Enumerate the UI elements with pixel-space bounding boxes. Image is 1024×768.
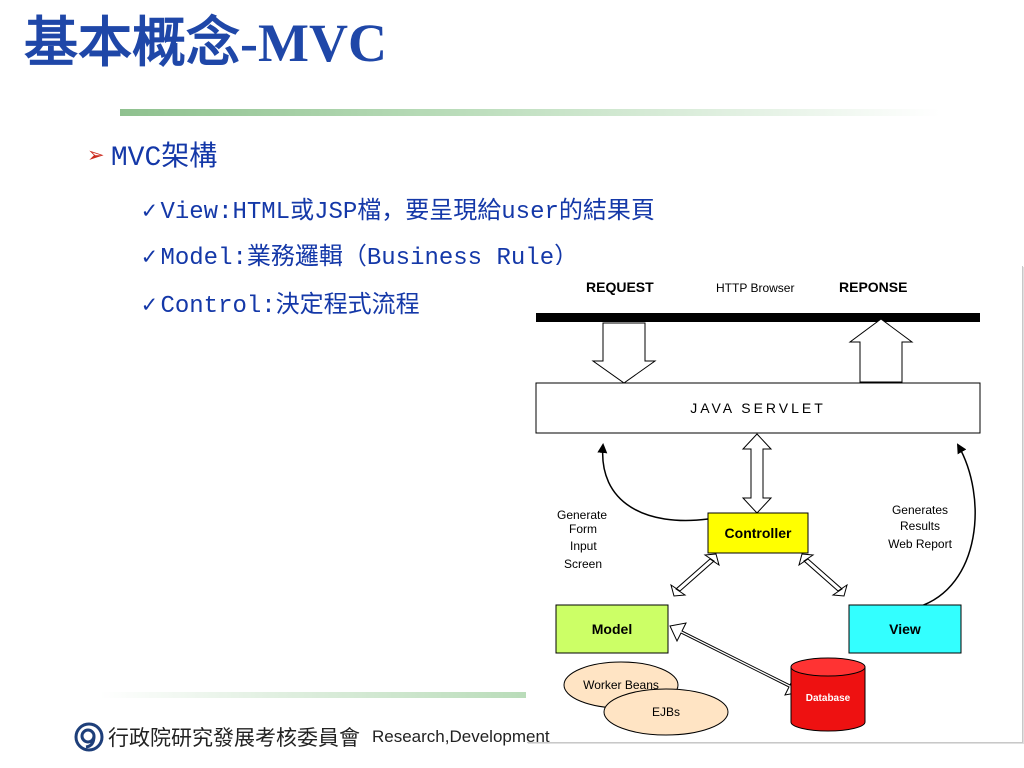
controller-label: Controller xyxy=(725,525,792,541)
mvc-diagram: REQUEST HTTP Browser REPONSE JAVA SERVLE… xyxy=(526,265,1022,742)
view-label: View xyxy=(889,621,921,637)
response-arrow xyxy=(848,318,914,383)
checkmark-icon: ✓ xyxy=(142,199,157,226)
response-label: REPONSE xyxy=(839,279,907,295)
request-arrow xyxy=(591,322,657,384)
bullet-view-label: View:HTML或JSP檔，要呈現給user的結果頁 xyxy=(160,199,655,226)
generates-results-note-2: Results xyxy=(900,519,940,533)
generate-form-note-2: Form xyxy=(569,522,597,536)
bullet-model: ✓Model:業務邏輯（Business Rule） xyxy=(142,236,578,272)
bullet-control-label: Control:決定程式流程 xyxy=(160,293,420,320)
generate-form-arrow xyxy=(597,443,709,522)
bullet-model-label: Model:業務邏輯（Business Rule） xyxy=(160,245,579,272)
footer-divider xyxy=(100,692,526,698)
browser-bar xyxy=(536,313,980,322)
generates-results-arrow xyxy=(917,443,976,608)
servlet-controller-arrow xyxy=(741,433,773,514)
view-box xyxy=(848,604,962,654)
model-box xyxy=(555,604,669,654)
ejbs-ellipse xyxy=(603,688,729,736)
generates-results-note-1: Generates xyxy=(892,503,948,517)
worker-beans-label: Worker Beans xyxy=(583,678,659,692)
bullet-control: ✓Control:決定程式流程 xyxy=(142,284,420,320)
database-cylinder xyxy=(790,657,866,732)
title-divider xyxy=(120,109,940,116)
generate-form-note-4: Screen xyxy=(564,557,602,571)
http-browser-label: HTTP Browser xyxy=(716,281,794,295)
checkmark-icon: ✓ xyxy=(142,293,157,320)
model-database-arrow xyxy=(669,622,802,696)
checkmark-icon: ✓ xyxy=(142,245,157,272)
footer-organization-en: Research,Development xyxy=(372,727,550,746)
generate-form-note-3: Input xyxy=(570,539,597,553)
controller-model-arrow xyxy=(670,553,720,597)
slide-title: 基本概念-MVC xyxy=(24,13,387,73)
ejbs-label: EJBs xyxy=(652,705,680,719)
controller-view-arrow xyxy=(798,553,848,597)
java-servlet-label: JAVA SERVLET xyxy=(690,400,826,416)
java-servlet-box xyxy=(535,382,981,434)
request-label: REQUEST xyxy=(586,279,654,295)
generate-form-note-1: Generate xyxy=(557,508,607,522)
bullet-mvc-label: MVC架構 xyxy=(110,143,218,174)
footer-organization-zh: 行政院研究發展考核委員會 xyxy=(108,726,360,750)
generates-results-note-3: Web Report xyxy=(888,537,952,551)
arrow-bullet-icon: ➢ xyxy=(88,143,105,174)
organization-logo-icon xyxy=(74,722,104,752)
database-label: Database xyxy=(806,693,851,704)
bullet-view: ✓View:HTML或JSP檔，要呈現給user的結果頁 xyxy=(142,190,655,226)
controller-box xyxy=(707,512,809,554)
model-label: Model xyxy=(592,621,632,637)
bullet-mvc-architecture: ➢MVC架構 xyxy=(88,134,217,174)
